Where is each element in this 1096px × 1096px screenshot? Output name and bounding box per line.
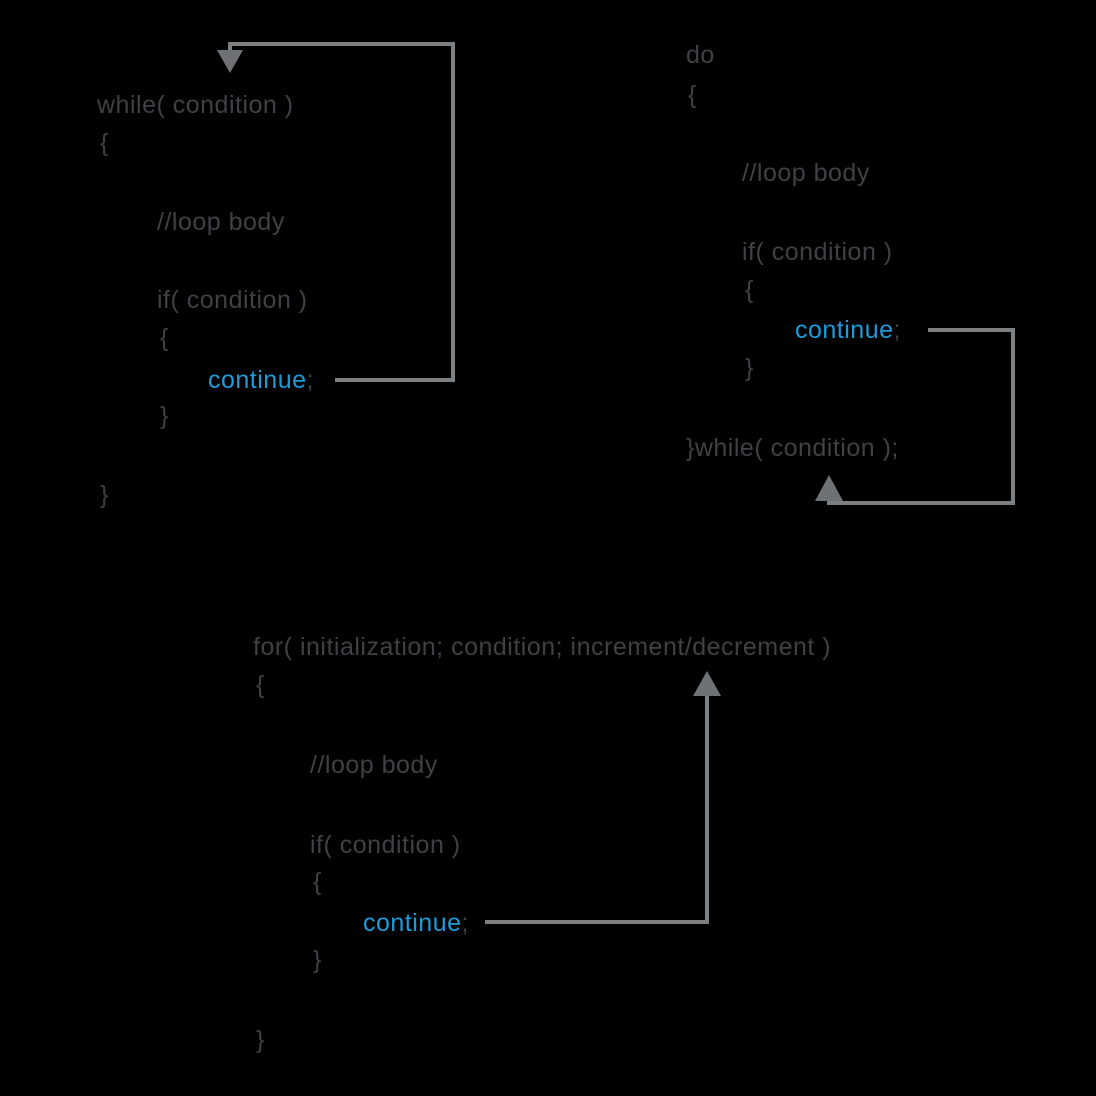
do-header: do <box>686 41 715 69</box>
while-continue-keyword: continue <box>208 366 307 394</box>
do-loop-body-comment: //loop body <box>742 159 870 187</box>
while-close-brace: } <box>100 481 109 509</box>
while-loop-body-comment: //loop body <box>157 208 285 236</box>
while-continue-statement: continue; <box>208 365 314 395</box>
for-header: for( initialization; condition; incremen… <box>253 633 832 661</box>
do-if-statement: if( condition ) <box>742 238 893 266</box>
while-header: while( condition ) <box>97 91 294 119</box>
while-continue-semicolon: ; <box>306 366 314 394</box>
while-open-brace: { <box>100 129 109 157</box>
while-if-close-brace: } <box>160 402 169 430</box>
for-close-brace: } <box>256 1026 265 1054</box>
for-continue-keyword: continue <box>363 909 462 937</box>
for-continue-semicolon: ; <box>461 909 469 937</box>
for-continue-statement: continue; <box>363 908 469 938</box>
for-loop-body-comment: //loop body <box>310 751 438 779</box>
do-if-open-brace: { <box>745 276 754 304</box>
do-if-close-brace: } <box>745 354 754 382</box>
for-continue-arrow <box>485 671 721 924</box>
do-while-continue-arrow <box>815 328 1015 505</box>
do-continue-statement: continue; <box>795 315 901 345</box>
do-continue-keyword: continue <box>795 316 894 344</box>
do-open-brace: { <box>688 81 697 109</box>
while-if-statement: if( condition ) <box>157 286 308 314</box>
while-if-open-brace: { <box>160 324 169 352</box>
do-continue-semicolon: ; <box>893 316 901 344</box>
do-while-footer: }while( condition ); <box>686 434 899 462</box>
for-open-brace: { <box>256 671 265 699</box>
for-if-statement: if( condition ) <box>310 831 461 859</box>
for-if-open-brace: { <box>313 868 322 896</box>
for-if-close-brace: } <box>313 946 322 974</box>
